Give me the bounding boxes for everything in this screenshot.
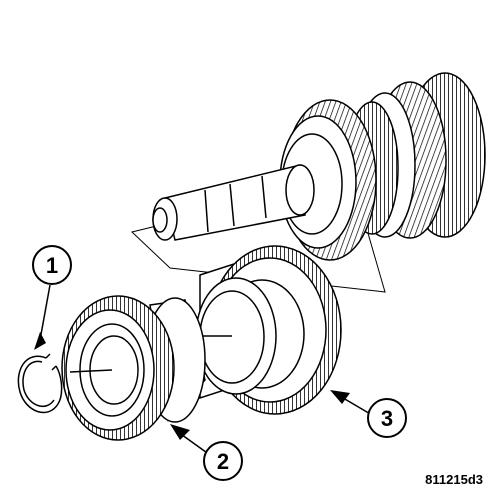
mainshaft-assembly bbox=[130, 72, 486, 293]
callout-2-number: 2 bbox=[217, 449, 229, 474]
callout-1: 1 bbox=[32, 245, 72, 285]
gear-2 bbox=[61, 295, 206, 441]
figure-id: 811215d3 bbox=[425, 472, 483, 487]
callout-3: 3 bbox=[367, 398, 407, 438]
gear-3 bbox=[195, 245, 342, 415]
callout-3-number: 3 bbox=[381, 406, 393, 431]
callout-2: 2 bbox=[203, 441, 243, 481]
snap-ring-1 bbox=[17, 353, 63, 414]
callout-1-number: 1 bbox=[46, 253, 58, 278]
leader-lines bbox=[34, 284, 373, 456]
